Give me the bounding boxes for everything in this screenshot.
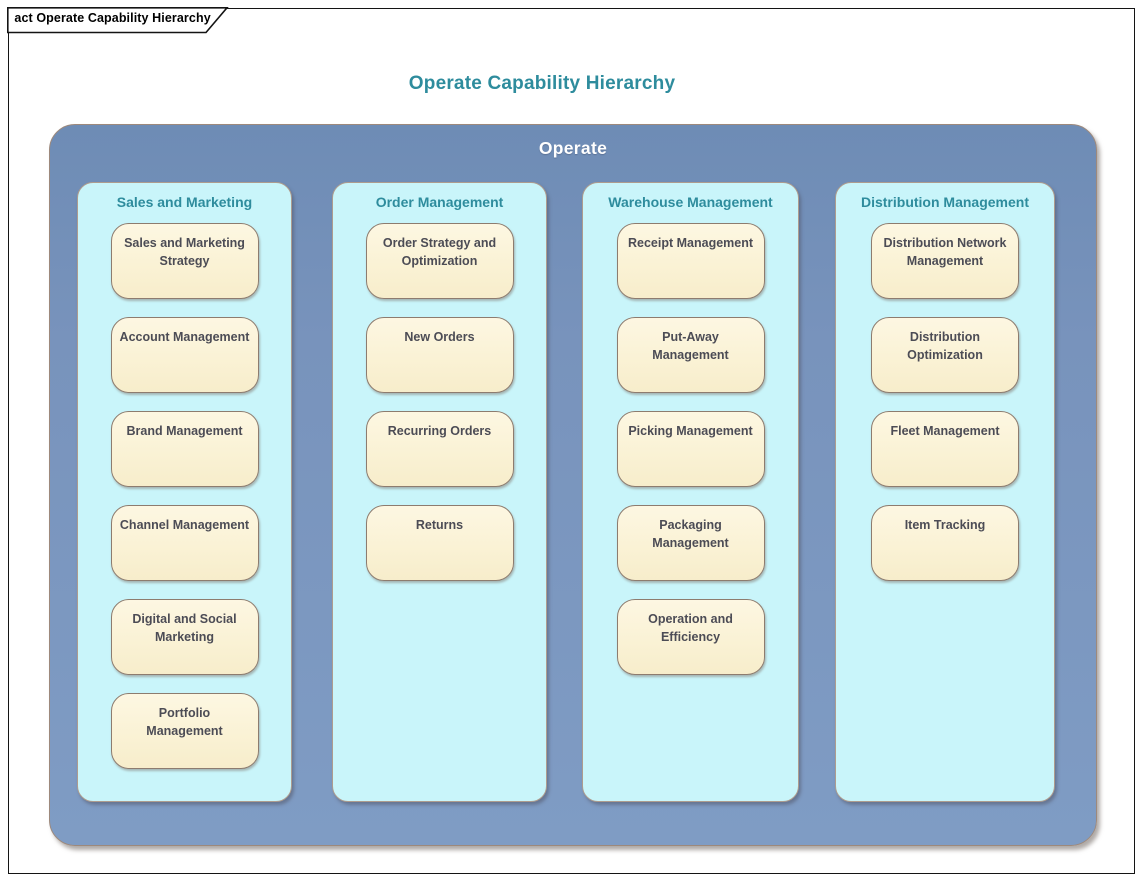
column-order-management[interactable]: Order Management Order Strategy and Opti… — [332, 182, 547, 802]
capability-box[interactable]: Account Management — [110, 317, 259, 393]
capability-box[interactable]: Sales and Marketing Strategy — [110, 223, 259, 299]
capability-box[interactable]: New Orders — [365, 317, 514, 393]
capability-label: Recurring Orders — [387, 424, 492, 438]
capability-box[interactable]: Operation and Efficiency — [616, 599, 765, 675]
capability-label: Distribution Network Management — [883, 236, 1007, 269]
capability-box[interactable]: Digital and Social Marketing — [110, 599, 259, 675]
capability-box[interactable]: Packaging Management — [616, 505, 765, 581]
capability-box[interactable]: Receipt Management — [616, 223, 765, 299]
capability-box[interactable]: Put-Away Management — [616, 317, 765, 393]
capability-box[interactable]: Picking Management — [616, 411, 765, 487]
capability-label: Order Strategy and Optimization — [382, 236, 497, 269]
capability-box[interactable]: Returns — [365, 505, 514, 581]
frame-tab-label: act Operate Capability Hierarchy — [14, 11, 211, 26]
diagram-frame: act Operate Capability Hierarchy Operate… — [7, 7, 1135, 874]
capability-label: Packaging Management — [652, 518, 729, 551]
capability-label: Brand Management — [126, 424, 243, 438]
frame-tab: act Operate Capability Hierarchy — [7, 7, 239, 34]
capability-label: Returns — [415, 518, 464, 532]
column-header: Warehouse Management — [608, 194, 773, 210]
column-header: Distribution Management — [860, 194, 1029, 210]
capability-label: Picking Management — [628, 424, 753, 438]
capability-box[interactable]: Item Tracking — [871, 505, 1019, 581]
capability-label: New Orders — [404, 330, 475, 344]
capability-box[interactable]: Distribution Optimization — [871, 317, 1019, 393]
capability-box[interactable]: Brand Management — [110, 411, 259, 487]
capability-label: Operation and Efficiency — [648, 612, 733, 645]
capability-label: Digital and Social Marketing — [132, 612, 237, 645]
column-header: Order Management — [375, 194, 504, 210]
capability-box[interactable]: Fleet Management — [871, 411, 1019, 487]
capability-label: Item Tracking — [904, 518, 986, 532]
capability-box[interactable]: Channel Management — [110, 505, 259, 581]
capability-label: Fleet Management — [890, 424, 1000, 438]
operate-container[interactable]: Operate Sales and Marketing Sales and Ma… — [49, 124, 1097, 846]
capability-box[interactable]: Portfolio Management — [110, 693, 259, 769]
capability-label: Channel Management — [119, 518, 250, 532]
column-header: Sales and Marketing — [116, 194, 253, 210]
capability-label: Receipt Management — [627, 236, 754, 250]
capability-label: Sales and Marketing Strategy — [124, 236, 245, 269]
capability-box[interactable]: Recurring Orders — [365, 411, 514, 487]
capability-label: Account Management — [119, 330, 250, 344]
column-distribution-management[interactable]: Distribution Management Distribution Net… — [835, 182, 1055, 802]
column-sales-and-marketing[interactable]: Sales and Marketing Sales and Marketing … — [77, 182, 292, 802]
operate-container-label: Operate — [538, 138, 608, 158]
diagram-title: Operate Capability Hierarchy — [408, 73, 676, 94]
capability-label: Distribution Optimization — [907, 330, 983, 363]
capability-box[interactable]: Distribution Network Management — [871, 223, 1019, 299]
capability-label: Put-Away Management — [652, 330, 729, 363]
frame-tab-shape — [7, 7, 230, 34]
capability-box[interactable]: Order Strategy and Optimization — [365, 223, 514, 299]
capability-label: Portfolio Management — [146, 706, 223, 739]
